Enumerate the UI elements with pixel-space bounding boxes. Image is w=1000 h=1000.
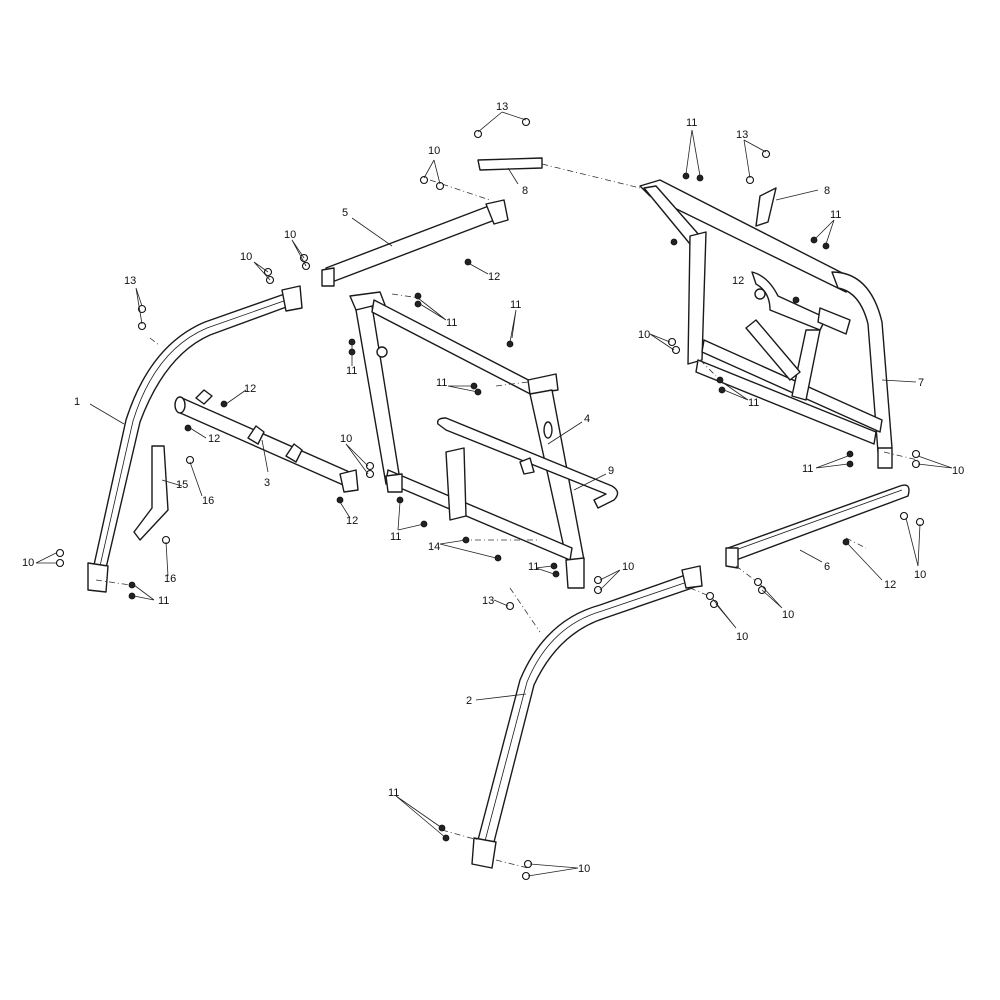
callout-10: 10 bbox=[914, 569, 926, 581]
callout-4: 4 bbox=[584, 413, 590, 425]
callout-11: 11 bbox=[388, 787, 399, 799]
callout-2: 2 bbox=[466, 695, 472, 707]
callout-16: 16 bbox=[202, 495, 214, 507]
callout-12: 12 bbox=[732, 275, 744, 287]
callout-10: 10 bbox=[284, 229, 296, 241]
callout-7: 7 bbox=[918, 377, 924, 389]
part-2-rear-left-tube bbox=[471, 565, 703, 869]
callout-11: 11 bbox=[158, 595, 169, 607]
callout-10: 10 bbox=[340, 433, 352, 445]
part-7-rear-frame bbox=[639, 179, 893, 469]
callout-14: 14 bbox=[428, 541, 440, 553]
callout-11: 11 bbox=[436, 377, 447, 389]
part-6-right-rail bbox=[725, 484, 910, 569]
callout-11: 11 bbox=[748, 397, 759, 409]
fasteners bbox=[55, 117, 925, 881]
callout-12: 12 bbox=[208, 433, 220, 445]
callout-3: 3 bbox=[264, 477, 270, 489]
callout-12: 12 bbox=[346, 515, 358, 527]
callout-9: 9 bbox=[608, 465, 614, 477]
callout-12: 12 bbox=[244, 383, 256, 395]
part-3-cross-tube bbox=[174, 389, 359, 493]
callout-10: 10 bbox=[782, 609, 794, 621]
callout-8-left: 8 bbox=[522, 185, 528, 197]
callout-8-right: 8 bbox=[824, 185, 830, 197]
callout-12: 12 bbox=[884, 579, 896, 591]
callout-11: 11 bbox=[802, 463, 813, 475]
callout-12: 12 bbox=[488, 271, 500, 283]
leader-lines bbox=[35, 111, 953, 877]
callout-10: 10 bbox=[578, 863, 590, 875]
callout-10: 10 bbox=[428, 145, 440, 157]
callout-11: 11 bbox=[686, 117, 697, 129]
callout-15: 15 bbox=[176, 479, 188, 491]
callout-6: 6 bbox=[824, 561, 830, 573]
part-8-brackets bbox=[477, 157, 777, 227]
callout-11: 11 bbox=[346, 365, 357, 377]
callout-11: 11 bbox=[528, 561, 539, 573]
callout-13: 13 bbox=[482, 595, 494, 607]
callout-10: 10 bbox=[736, 631, 748, 643]
callout-11: 11 bbox=[510, 299, 521, 311]
part-1-front-left-tube bbox=[87, 285, 303, 593]
callout-10: 10 bbox=[638, 329, 650, 341]
callout-11: 11 bbox=[446, 317, 457, 329]
callout-11: 11 bbox=[390, 531, 401, 543]
callout-10: 10 bbox=[240, 251, 252, 263]
callout-13: 13 bbox=[124, 275, 136, 287]
callout-10: 10 bbox=[952, 465, 964, 477]
callout-13: 13 bbox=[496, 101, 508, 113]
callout-16: 16 bbox=[164, 573, 176, 585]
part-15-handle bbox=[133, 445, 169, 541]
callout-10: 10 bbox=[622, 561, 634, 573]
callout-1: 1 bbox=[74, 396, 80, 408]
callout-11: 11 bbox=[830, 209, 841, 221]
part-4-front-frame bbox=[349, 291, 585, 589]
part-5-upper-left-rail bbox=[321, 199, 509, 287]
callout-labels: 1 2 3 4 5 6 7 8 8 9 10 10 10 10 10 10 10… bbox=[22, 101, 964, 875]
callout-13: 13 bbox=[736, 129, 748, 141]
callout-5: 5 bbox=[342, 207, 348, 219]
alignment-lines bbox=[95, 163, 919, 869]
part-9-bar bbox=[436, 417, 619, 521]
callout-10: 10 bbox=[22, 557, 34, 569]
